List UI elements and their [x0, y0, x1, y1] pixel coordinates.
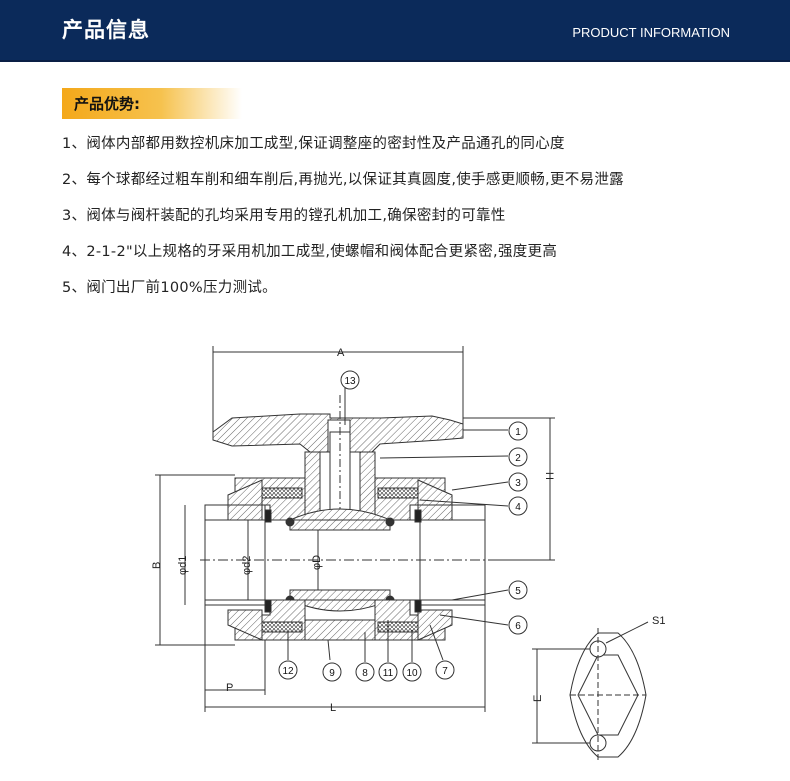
advantage-item-1: 1、阀体内部都用数控机床加工成型,保证调整座的密封性及产品通孔的同心度: [62, 136, 565, 152]
callout-2: 2: [515, 453, 521, 464]
advantage-item-4: 4、2-1-2"以上规格的牙采用机加工成型,使螺帽和阀体配合更紧密,强度更高: [62, 244, 558, 260]
callout-11: 11: [383, 668, 394, 679]
advantage-item-3: 3、阀体与阀杆装配的孔均采用专用的镗孔机加工,确保密封的可靠性: [62, 208, 506, 224]
callout-1: 1: [515, 427, 521, 438]
header-bar: 产品信息 PRODUCT INFORMATION: [0, 0, 790, 62]
valve-technical-drawing: A H B φd1 φd2 φD P L E S1 13 1 2 3 4 5 6…: [151, 346, 665, 763]
dim-label-D: φD: [311, 555, 323, 570]
callout-3: 3: [515, 478, 521, 489]
dim-label-d1: φd1: [177, 556, 189, 575]
callout-7: 7: [442, 666, 448, 677]
callout-10: 10: [406, 668, 418, 679]
dim-label-d2: φd2: [241, 556, 253, 575]
dim-label-E: E: [532, 695, 544, 702]
advantages-list: 1、阀体内部都用数控机床加工成型,保证调整座的密封性及产品通孔的同心度 2、每个…: [62, 130, 624, 310]
advantage-item-2: 2、每个球都经过粗车削和细车削后,再抛光,以保证其真圆度,使手感更顺畅,更不易泄…: [62, 172, 624, 188]
page-subtitle-en: PRODUCT INFORMATION: [572, 25, 730, 40]
callout-9: 9: [329, 668, 335, 679]
callout-13: 13: [344, 376, 356, 387]
advantage-item-5: 5、阀门出厂前100%压力测试。: [62, 280, 277, 296]
dim-label-B: B: [151, 562, 163, 569]
callout-4: 4: [515, 502, 521, 513]
flange-label-S1: S1: [652, 615, 665, 627]
dim-label-P: P: [226, 682, 233, 694]
callout-12: 12: [282, 666, 294, 677]
dim-label-A: A: [337, 347, 345, 359]
advantages-heading-badge: 产品优势:: [62, 88, 242, 119]
page-title: 产品信息: [62, 18, 150, 42]
dim-label-L: L: [330, 702, 336, 714]
callout-8: 8: [362, 668, 368, 679]
callout-6: 6: [515, 621, 521, 632]
dim-label-H: H: [543, 472, 555, 480]
callout-5: 5: [515, 586, 521, 597]
advantages-heading: 产品优势:: [74, 95, 140, 113]
